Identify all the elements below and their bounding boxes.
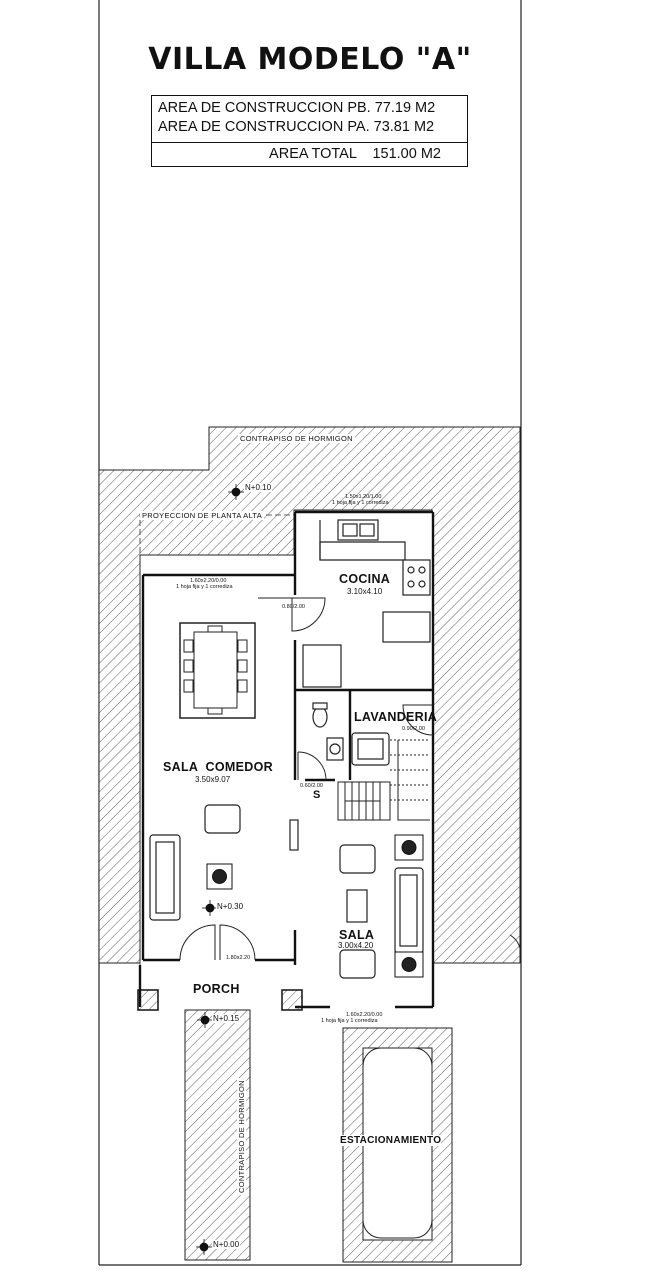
columns bbox=[137, 989, 303, 1011]
level-n030: N+0.30 bbox=[216, 902, 245, 911]
note-proyeccion: PROYECCION DE PLANTA ALTA bbox=[140, 511, 265, 520]
paved-areas bbox=[98, 426, 521, 1263]
level-n000: N+0.00 bbox=[212, 1240, 241, 1249]
area-pa: AREA DE CONSTRUCCION PA. 73.81 M2 bbox=[158, 119, 435, 135]
walls bbox=[138, 510, 435, 1009]
level-n010: N+0.10 bbox=[244, 483, 273, 492]
area-total: AREA TOTAL 151.00 M2 bbox=[269, 146, 441, 162]
stair-mark: S bbox=[313, 789, 321, 801]
note-contrapiso-top: CONTRAPISO DE HORMIGON bbox=[238, 434, 355, 443]
room-cocina: COCINA bbox=[339, 572, 391, 586]
plants bbox=[206, 834, 424, 978]
room-estacionamiento: ESTACIONAMIENTO bbox=[340, 1135, 442, 1146]
plan-title: VILLA MODELO "A" bbox=[148, 42, 472, 77]
room-porch: PORCH bbox=[193, 982, 240, 996]
kitchen-fixtures bbox=[302, 519, 431, 688]
opening-window-comedor-desc: 1 hoja fija y 1 corrediza bbox=[176, 584, 233, 590]
opening-door-entrada: 1.80x2.20 bbox=[226, 955, 251, 961]
opening-window-cocina-desc: 1 hoja fija y 1 corrediza bbox=[332, 500, 389, 506]
opening-door-bano: 0.60/2.00 bbox=[300, 783, 323, 789]
note-contrapiso-side: CONTRAPISO DE HORMIGON bbox=[237, 1078, 246, 1195]
room-sala: SALA bbox=[339, 928, 375, 942]
opening-window-cocina: 1.50x1.20/1.00 bbox=[345, 494, 382, 500]
area-table-divider bbox=[152, 142, 467, 143]
opening-window-sala: 1.60x2.20/0.00 bbox=[346, 1012, 383, 1018]
stairs bbox=[337, 739, 430, 821]
opening-door-cocina: 0.80/2.00 bbox=[282, 604, 305, 610]
doors bbox=[179, 597, 522, 961]
room-lavanderia: LAVANDERIA bbox=[354, 710, 438, 724]
room-sala-dim: 3.00x4.20 bbox=[338, 941, 374, 950]
dining-table bbox=[179, 622, 256, 719]
room-sala-comedor: SALA COMEDOR bbox=[163, 760, 273, 774]
opening-window-sala-desc: 1 hoja fija y 1 corrediza bbox=[321, 1018, 378, 1024]
level-n015: N+0.15 bbox=[212, 1014, 241, 1023]
level-markers bbox=[196, 484, 244, 1255]
living-furniture bbox=[149, 804, 424, 979]
opening-window-comedor: 1.60x2.20/0.00 bbox=[190, 578, 227, 584]
area-table: AREA DE CONSTRUCCION PB. 77.19 M2 AREA D… bbox=[151, 95, 468, 167]
opening-door-lavanderia: 0.90/2.00 bbox=[402, 726, 425, 732]
bath-fixtures bbox=[312, 702, 390, 766]
area-pb: AREA DE CONSTRUCCION PB. 77.19 M2 bbox=[158, 100, 436, 116]
room-sala-comedor-dim: 3.50x9.07 bbox=[195, 775, 231, 784]
room-cocina-dim: 3.10x4.10 bbox=[347, 587, 383, 596]
